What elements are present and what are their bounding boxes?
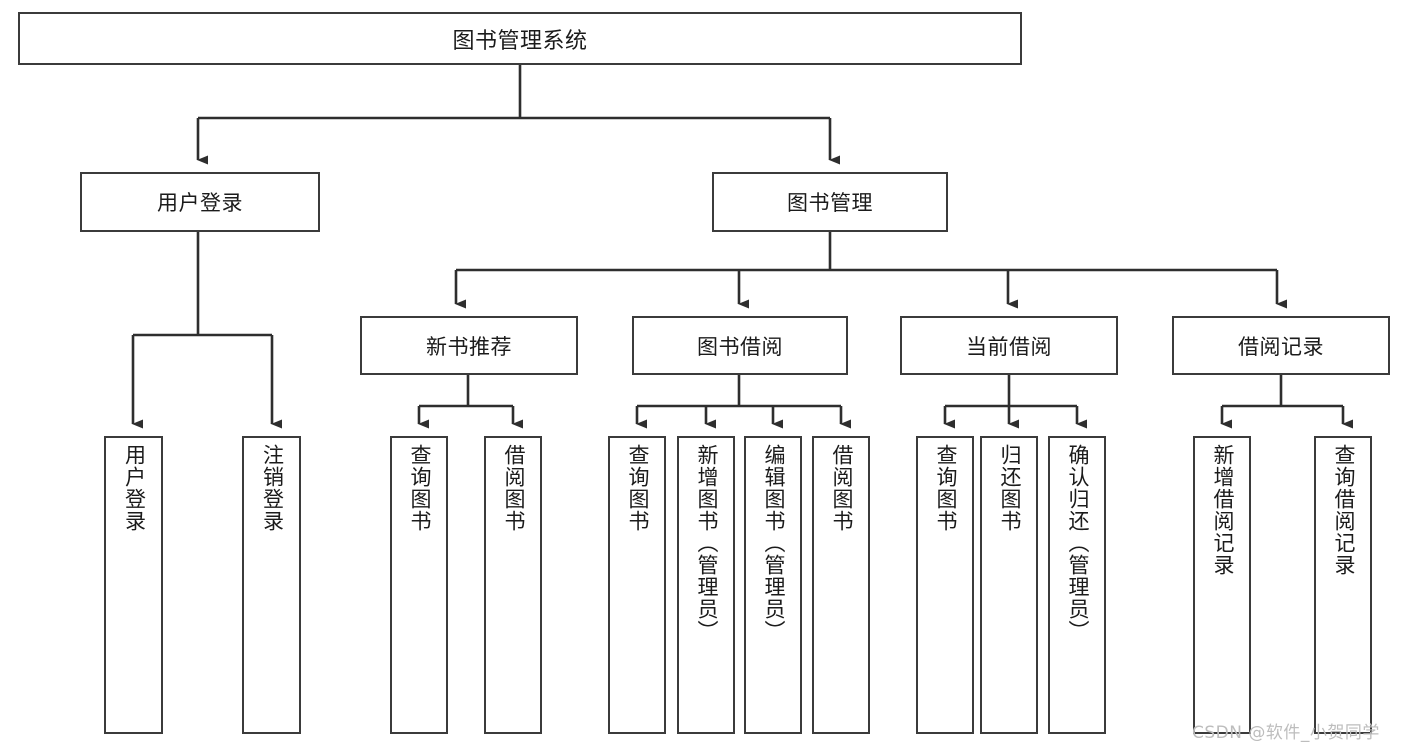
- node-label: 编辑图书（管理员）: [761, 444, 786, 642]
- leaf-query-book-recommend[interactable]: 查询图书: [390, 436, 448, 734]
- node-borrow-record[interactable]: 借阅记录: [1172, 316, 1390, 375]
- node-book-management-system[interactable]: 图书管理系统: [18, 12, 1022, 65]
- leaf-return-book[interactable]: 归还图书: [980, 436, 1038, 734]
- node-label: 归还图书: [997, 444, 1022, 532]
- node-label: 查询图书: [407, 444, 432, 532]
- node-new-book-recommend[interactable]: 新书推荐: [360, 316, 578, 375]
- leaf-query-borrow-record[interactable]: 查询借阅记录: [1314, 436, 1372, 734]
- leaf-user-login[interactable]: 用户登录: [104, 436, 163, 734]
- node-label: 注销登录: [260, 444, 285, 532]
- node-label: 借阅记录: [1238, 334, 1324, 359]
- node-label: 查询借阅记录: [1331, 444, 1356, 576]
- node-label: 用户登录: [122, 444, 147, 532]
- node-label: 图书管理系统: [452, 28, 588, 54]
- node-user-login[interactable]: 用户登录: [80, 172, 320, 232]
- leaf-add-book-admin[interactable]: 新增图书（管理员）: [677, 436, 735, 734]
- node-label: 确认归还（管理员）: [1065, 444, 1090, 642]
- node-label: 新增借阅记录: [1210, 444, 1235, 576]
- leaf-borrow-book-borrow[interactable]: 借阅图书: [812, 436, 870, 734]
- node-label: 新增图书（管理员）: [694, 444, 719, 642]
- leaf-add-borrow-record[interactable]: 新增借阅记录: [1193, 436, 1251, 734]
- node-label: 借阅图书: [501, 444, 526, 532]
- node-label: 查询图书: [625, 444, 650, 532]
- node-label: 图书借阅: [697, 334, 783, 359]
- leaf-query-book-borrow[interactable]: 查询图书: [608, 436, 666, 734]
- node-label: 图书管理: [787, 191, 873, 215]
- node-label: 用户登录: [157, 191, 243, 215]
- node-book-management[interactable]: 图书管理: [712, 172, 948, 232]
- leaf-query-book-current[interactable]: 查询图书: [916, 436, 974, 734]
- node-label: 新书推荐: [426, 334, 512, 359]
- leaf-confirm-return-admin[interactable]: 确认归还（管理员）: [1048, 436, 1106, 734]
- leaf-borrow-book-recommend[interactable]: 借阅图书: [484, 436, 542, 734]
- node-current-borrow[interactable]: 当前借阅: [900, 316, 1118, 375]
- node-label: 当前借阅: [966, 334, 1052, 359]
- leaf-edit-book-admin[interactable]: 编辑图书（管理员）: [744, 436, 802, 734]
- leaf-logout-login[interactable]: 注销登录: [242, 436, 301, 734]
- node-label: 查询图书: [933, 444, 958, 532]
- node-label: 借阅图书: [829, 444, 854, 532]
- node-book-borrow[interactable]: 图书借阅: [632, 316, 848, 375]
